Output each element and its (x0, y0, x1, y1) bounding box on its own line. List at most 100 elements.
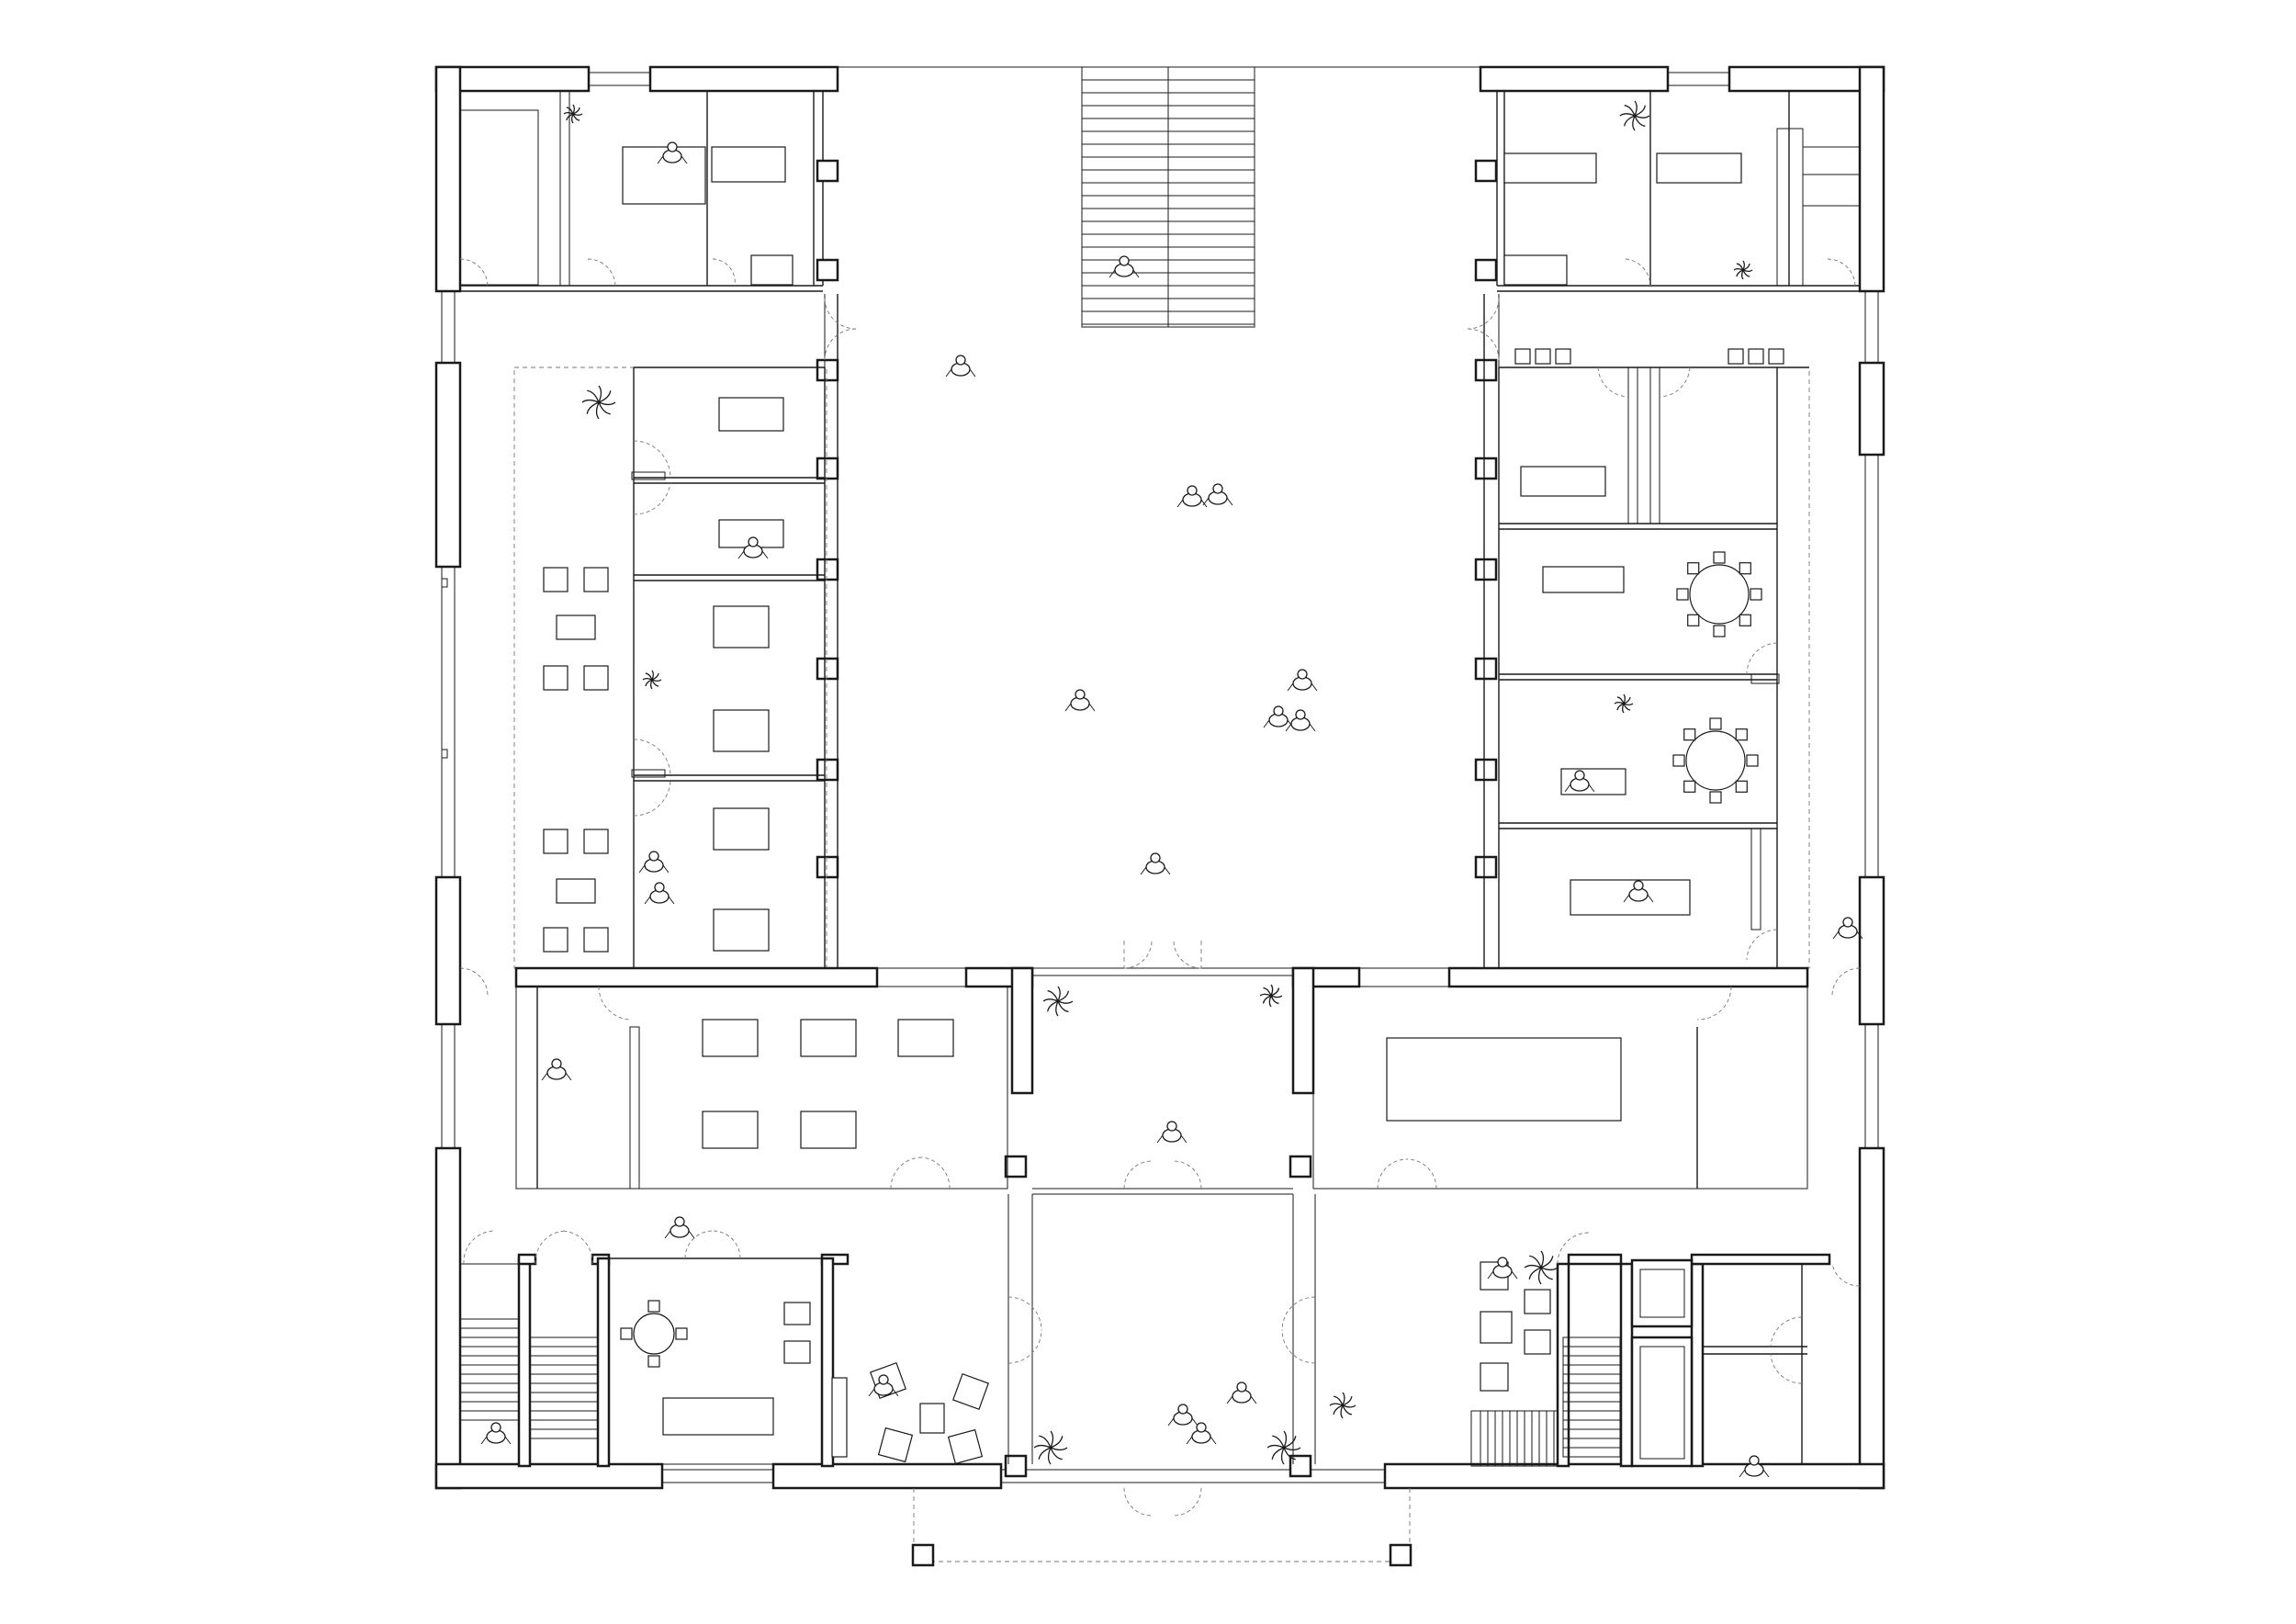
person-icon (1186, 1422, 1217, 1445)
person-icon (1739, 1455, 1770, 1478)
plant-icon (1614, 694, 1634, 714)
column (1389, 1543, 1412, 1567)
table (800, 1111, 857, 1149)
bottom-section (459, 294, 1861, 1567)
column (1474, 855, 1498, 879)
plant-icon (1733, 260, 1753, 280)
person-icon (1226, 1382, 1257, 1404)
person-icon (638, 851, 670, 874)
chair (1683, 728, 1696, 741)
column (816, 358, 839, 382)
chair (675, 1327, 688, 1340)
armchair (583, 567, 609, 592)
chair (1739, 562, 1751, 575)
column (1474, 258, 1498, 282)
column (816, 657, 839, 681)
armchair (543, 829, 568, 854)
armchair (1480, 1362, 1509, 1392)
stair (1470, 1410, 1559, 1467)
table (800, 1019, 857, 1057)
column (1474, 758, 1498, 782)
person-icon (1202, 483, 1233, 506)
outer-walls (434, 65, 1885, 1490)
wall-top-right (1479, 65, 1670, 93)
person-icon (657, 141, 688, 164)
desk (1542, 566, 1625, 593)
chair (647, 1300, 660, 1313)
armchair (877, 1427, 914, 1463)
left-wing (513, 294, 838, 969)
column (1004, 1454, 1028, 1478)
side-table (1480, 1311, 1513, 1344)
chair (1735, 780, 1748, 793)
round-table (1685, 730, 1746, 791)
wall-left-4 (434, 1146, 462, 1490)
armchair (583, 829, 609, 854)
desk (1503, 254, 1568, 286)
table (713, 605, 770, 648)
desk (718, 397, 784, 432)
right-wing (1483, 294, 1810, 969)
storage (459, 109, 539, 286)
armchair (543, 665, 568, 691)
table (713, 709, 770, 752)
armchair (947, 1428, 984, 1465)
wall-left-3 (434, 875, 462, 1026)
armchair (543, 567, 568, 592)
column (1004, 1155, 1028, 1179)
person-icon (480, 1422, 512, 1445)
column (816, 855, 839, 879)
plant-icon (1259, 984, 1283, 1008)
wall-left-2 (434, 361, 462, 569)
person-icon (1287, 669, 1318, 692)
stair (459, 1318, 520, 1421)
wall-right-4 (1858, 1146, 1885, 1490)
person-icon (1564, 770, 1595, 793)
column (1474, 457, 1498, 480)
chair (1683, 780, 1696, 793)
plant-icon (563, 104, 583, 124)
coffee-table (556, 615, 596, 640)
plant-icon (1524, 1250, 1559, 1285)
wall-mid-right (1447, 966, 1809, 988)
chair (1687, 562, 1700, 575)
wall-bottom-3 (1383, 1462, 1885, 1490)
person-icon (1832, 917, 1863, 940)
armchair (543, 927, 568, 953)
chair (1713, 551, 1726, 564)
person-icon (1064, 689, 1096, 712)
desk (750, 254, 793, 286)
column (1474, 159, 1498, 183)
desk (1520, 466, 1606, 497)
wall-top-left-2 (648, 65, 839, 93)
person-icon (541, 1058, 572, 1081)
columns (816, 159, 1498, 1478)
table (702, 1111, 759, 1149)
table (713, 908, 770, 952)
person-icon (1487, 1257, 1518, 1280)
coffee-table (556, 878, 596, 904)
chair (1735, 728, 1748, 741)
desk (711, 146, 786, 183)
column (816, 758, 839, 782)
armchair (583, 927, 609, 953)
chair (620, 1327, 633, 1340)
person-icon (1109, 255, 1140, 278)
desk (1656, 152, 1742, 184)
wall-right-2 (1858, 361, 1885, 457)
chair (1672, 754, 1685, 767)
boardroom-table (1386, 1037, 1622, 1122)
person-icon (1140, 852, 1171, 875)
column (816, 558, 839, 581)
round-table (1689, 564, 1750, 625)
person-icon (868, 1374, 899, 1397)
top-left-offices (459, 90, 824, 292)
chair (1750, 588, 1762, 601)
column (816, 258, 839, 282)
chair (1687, 614, 1700, 626)
chair (1739, 614, 1751, 626)
person-icon (664, 1216, 695, 1239)
plant-icon (1329, 1392, 1356, 1419)
